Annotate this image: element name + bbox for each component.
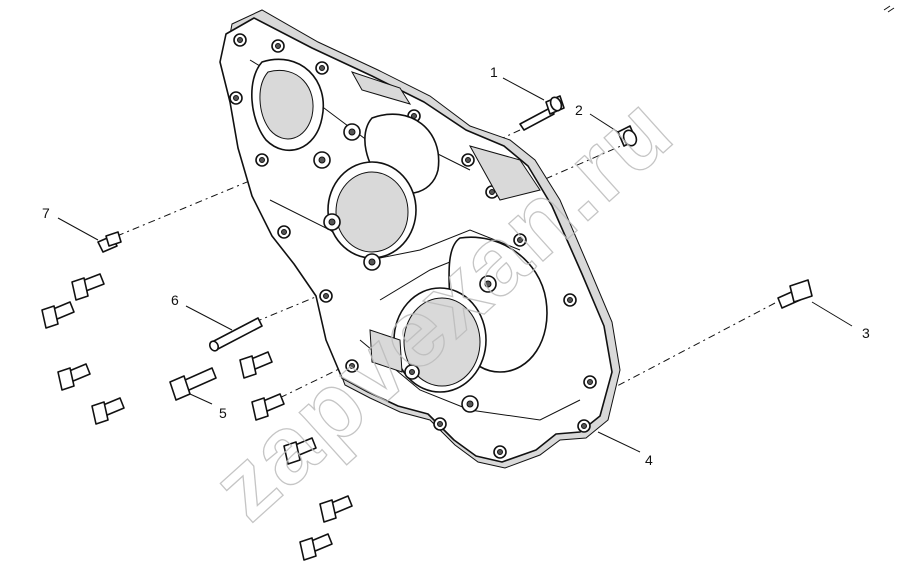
long-flange-bolt-part-5 <box>169 367 217 401</box>
callout-1: 1 <box>490 64 498 80</box>
flange-bolt <box>299 533 333 561</box>
corner-mark <box>883 5 895 13</box>
callout-4: 4 <box>645 452 653 468</box>
flange-bolt <box>91 397 125 425</box>
callout-7: 7 <box>42 205 50 221</box>
dowel-part-2 <box>617 125 638 147</box>
callout-2: 2 <box>575 102 583 118</box>
leader-lines <box>57 77 853 453</box>
flange-bolt <box>71 273 105 301</box>
flange-bolt <box>283 437 317 465</box>
flange-bolt <box>41 301 75 329</box>
cover-openings <box>251 58 548 393</box>
flange-bolt <box>239 351 273 379</box>
callout-3: 3 <box>862 325 870 341</box>
front-cover-plate <box>219 9 621 469</box>
flange-bolt-part-3 <box>777 279 813 309</box>
bolt-part-1 <box>519 95 565 131</box>
loose-bolt-cluster <box>41 273 353 561</box>
callout-labels: 1 2 3 4 5 6 7 <box>42 64 870 468</box>
flange-bolt <box>319 495 353 523</box>
dowel-pin-part-6 <box>208 317 263 352</box>
bolt-part-7 <box>97 231 122 253</box>
flange-bolt <box>251 393 285 421</box>
callout-5: 5 <box>219 405 227 421</box>
flange-bolt <box>57 363 91 391</box>
callout-6: 6 <box>171 292 179 308</box>
